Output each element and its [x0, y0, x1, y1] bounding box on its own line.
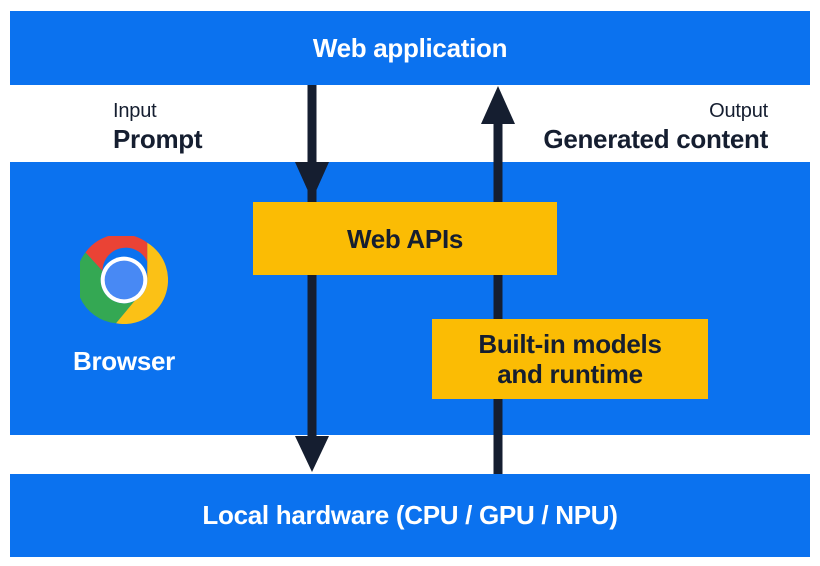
browser-label: Browser — [73, 346, 175, 376]
web-application-label: Web application — [312, 32, 508, 63]
web-application-bar: Web application — [10, 11, 810, 85]
web-apis-box: Web APIs — [253, 202, 557, 275]
input-title: Input — [113, 100, 157, 122]
output-title: Output — [709, 100, 768, 122]
web-apis-label: Web APIs — [346, 223, 464, 254]
chrome-icon — [80, 236, 168, 324]
output-value: Generated content — [543, 124, 768, 154]
built-in-models-line1: Built-in models — [478, 329, 662, 359]
input-labels: Input Prompt — [113, 98, 203, 154]
input-value: Prompt — [113, 124, 203, 154]
chrome-icon-center — [104, 260, 144, 300]
built-in-models-line2: and runtime — [497, 359, 643, 389]
local-hardware-label: Local hardware (CPU / GPU / NPU) — [202, 500, 618, 530]
local-hardware-bar: Local hardware (CPU / GPU / NPU) — [10, 474, 810, 557]
built-in-models-box: Built-in models and runtime — [432, 319, 708, 399]
output-labels: Output Generated content — [543, 98, 768, 154]
